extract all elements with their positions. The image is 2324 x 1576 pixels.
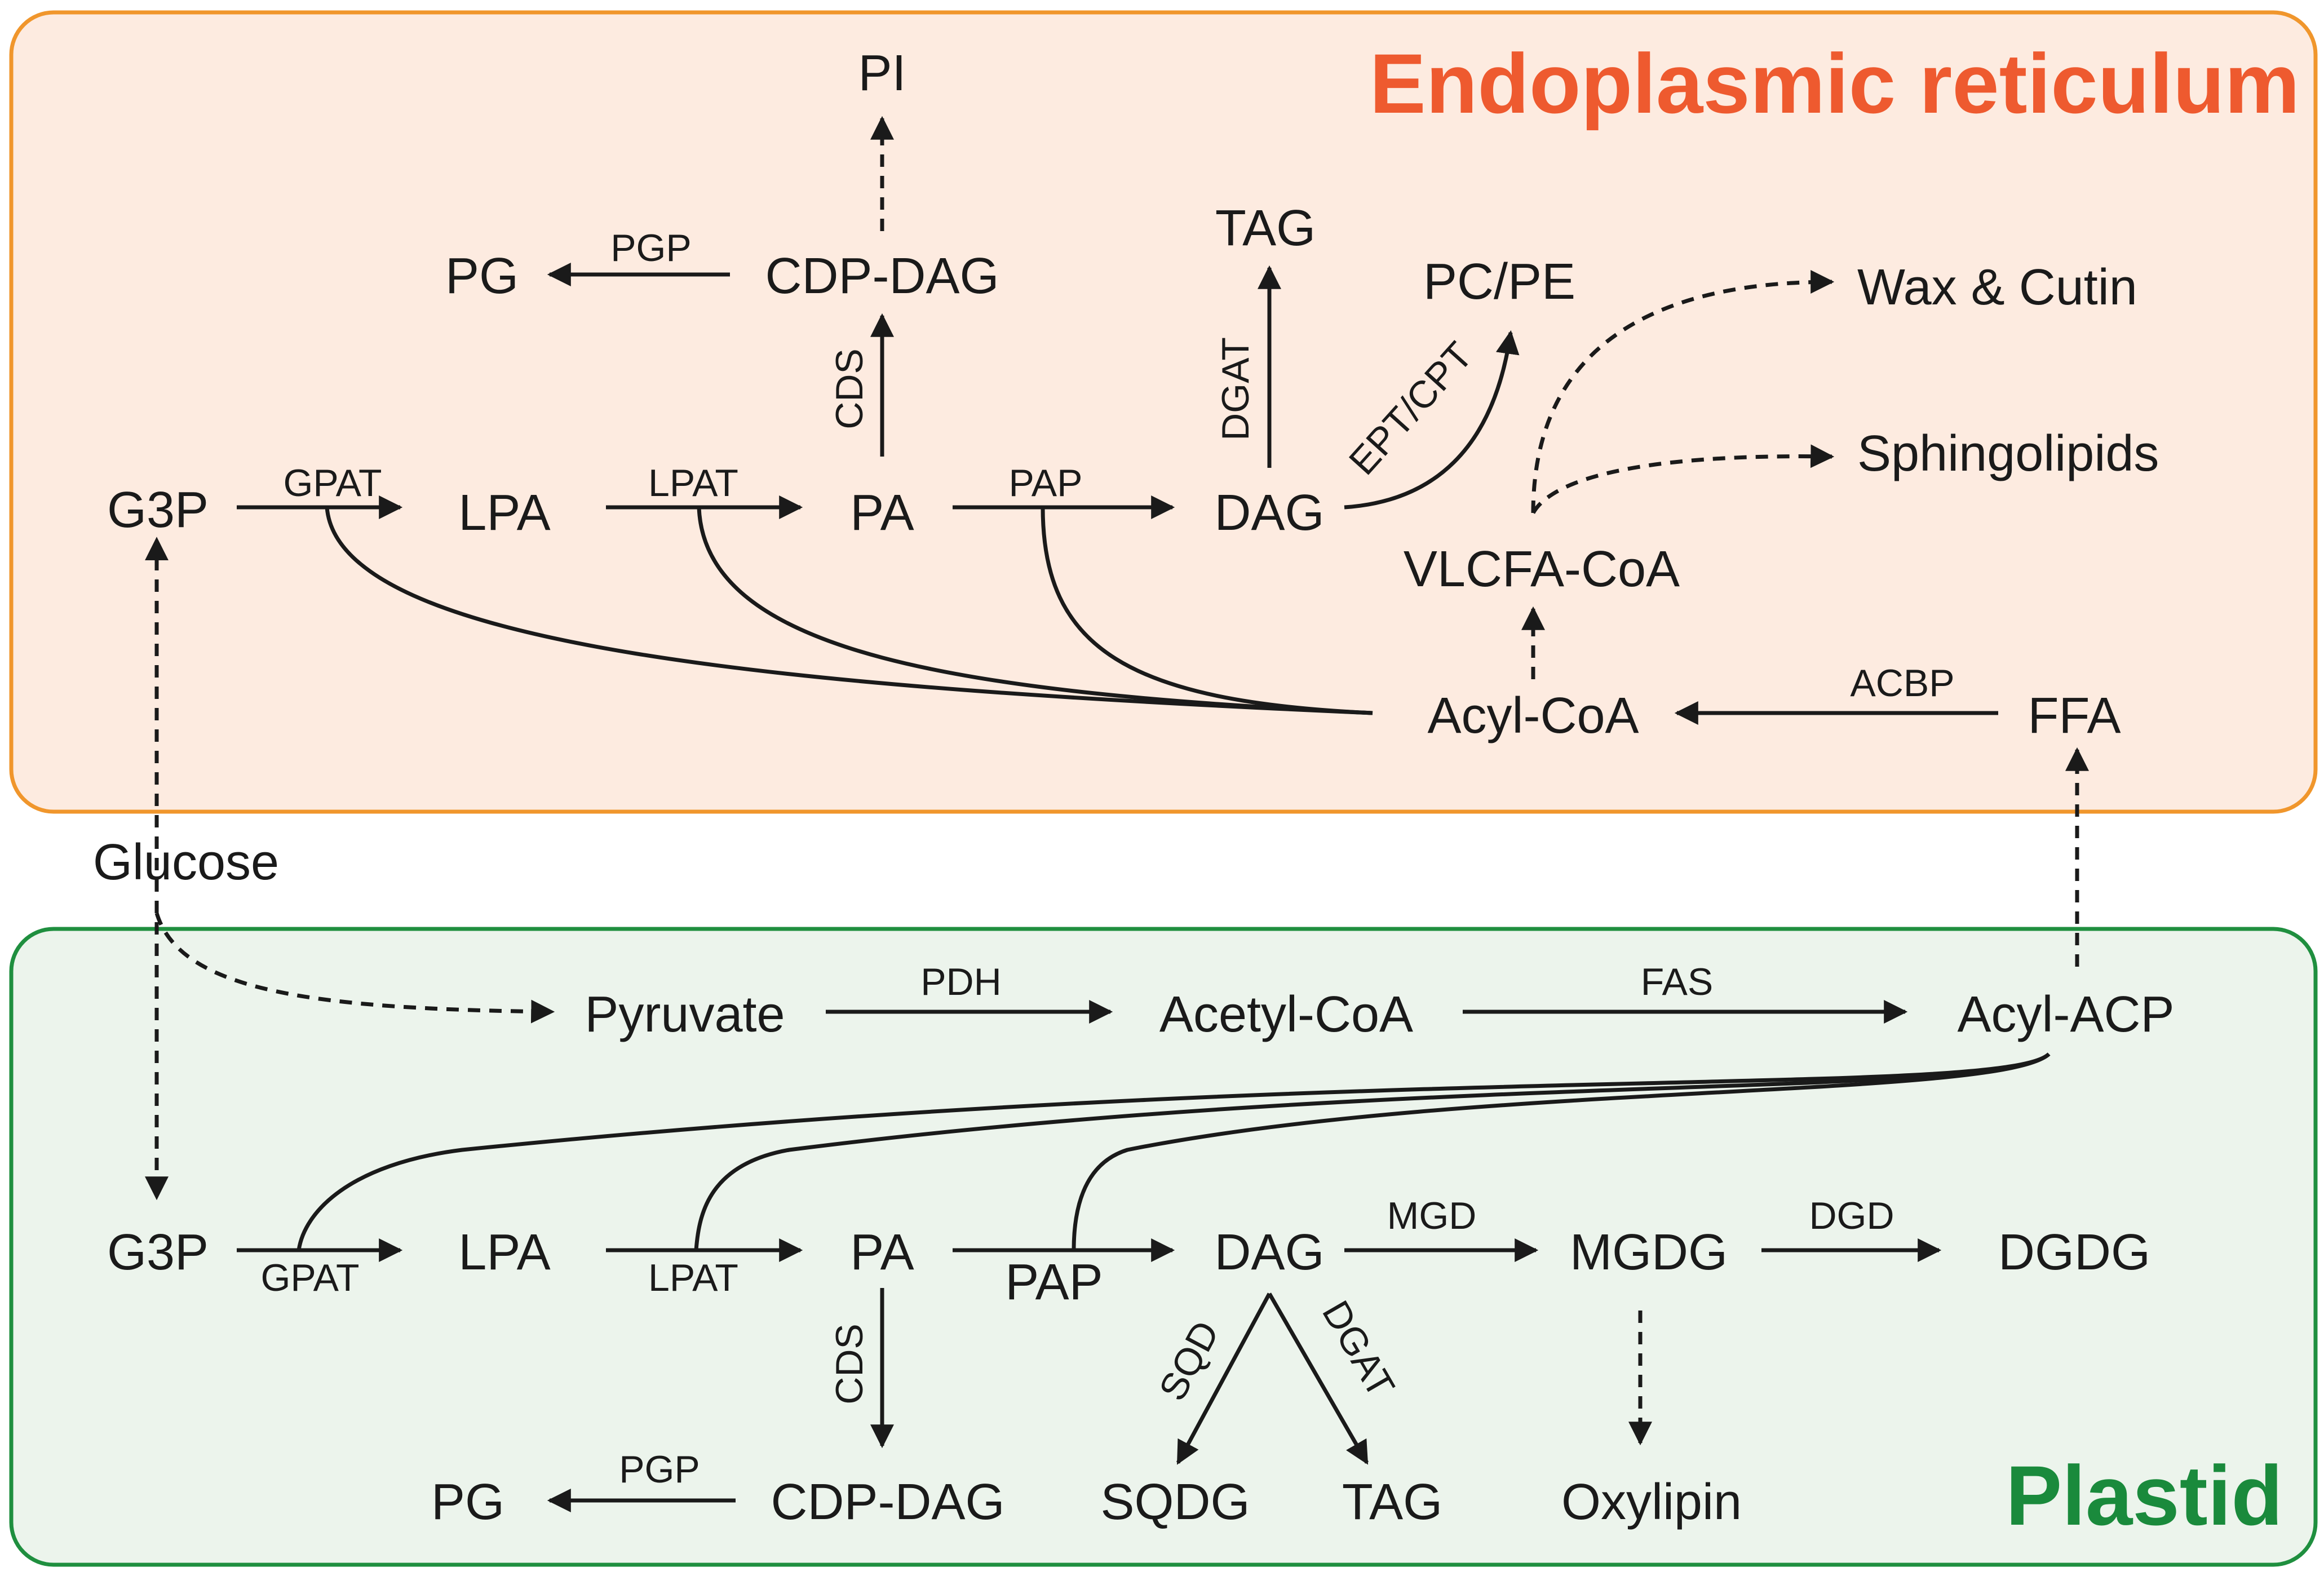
glucose-label: Glucose [93,834,279,891]
pl-enzyme-mgd: MGD [1387,1194,1477,1237]
er-node-cdp-dag: CDP-DAG [765,248,999,304]
pl-acyl-to-gpat-curve [296,1052,2051,1251]
er-node-acyl-coa: Acyl-CoA [1427,688,1639,744]
pl-enzyme-pdh: PDH [920,960,1002,1003]
er-acyl-to-gpat-curve [325,507,1373,715]
er-enzyme-gpat: GPAT [283,462,382,504]
er-acyl-to-lpat-curve [697,507,1373,715]
pl-dgat-arrow [1267,1292,1369,1465]
pl-enzyme-cds: CDS [828,1323,871,1405]
er-sphingo-arrow [1531,444,1835,514]
plastid-labels: Pyruvate Acetyl-CoA Acyl-ACP G3P LPA PA … [107,960,2175,1530]
er-node-ffa: FFA [2028,688,2121,744]
pl-node-sqdg: SQDG [1100,1474,1250,1530]
er-compartment [9,10,2318,814]
pl-acyl-to-pap-curve [1072,1052,2051,1251]
er-node-wax-cutin: Wax & Cutin [1857,259,2137,316]
er-node-pa: PA [850,485,914,541]
pl-enzyme-pap: PAP [1005,1254,1103,1311]
er-node-pc-pe: PC/PE [1423,254,1575,310]
glucose-to-pyruvate-arrow [154,912,555,1024]
pl-node-mgdg: MGDG [1570,1224,1728,1281]
er-node-pi: PI [858,45,906,101]
er-enzyme-lpat: LPAT [648,462,738,504]
er-node-vlcfa-coa: VLCFA-CoA [1404,541,1680,597]
pl-node-acetyl-coa: Acetyl-CoA [1159,986,1413,1043]
pl-node-acyl-acp: Acyl-ACP [1957,986,2174,1043]
pl-acyl-to-lpat-curve [694,1052,2051,1251]
er-acyl-to-pap-curve [1041,507,1373,715]
er-labels: PI PG CDP-DAG TAG PC/PE Wax & Cutin Sphi… [107,45,2159,744]
pl-node-dag: DAG [1214,1224,1324,1281]
er-node-sphingolipids: Sphingolipids [1857,426,2159,482]
er-node-g3p: G3P [107,482,209,538]
er-node-dag: DAG [1214,485,1324,541]
er-enzyme-dgat: DGAT [1214,337,1257,441]
pl-node-lpa: LPA [458,1224,550,1281]
pl-enzyme-gpat: GPAT [260,1256,359,1299]
pl-node-tag: TAG [1342,1474,1442,1530]
pl-enzyme-lpat: LPAT [648,1256,738,1299]
pl-node-cdp-dag: CDP-DAG [771,1474,1004,1530]
er-node-lpa: LPA [458,485,550,541]
plastid-title: Plastid [2006,1448,2283,1543]
pl-node-pg: PG [431,1474,504,1530]
cross-arrows [145,537,2089,1201]
er-enzyme-pap: PAP [1008,462,1082,504]
er-enzyme-pgp: PGP [610,227,692,269]
pl-sqd-arrow [1176,1292,1272,1465]
er-arrows [237,116,1998,725]
pl-enzyme-fas: FAS [1641,960,1714,1003]
pl-enzyme-dgd: DGD [1809,1194,1894,1237]
pl-node-oxylipin: Oxylipin [1561,1474,1742,1530]
er-wax-arrow [1531,270,1835,513]
plastid-arrows [237,1000,2051,1512]
pl-node-dgdg: DGDG [1998,1224,2150,1281]
er-title: Endoplasmic reticulum [1370,36,2300,131]
pl-node-pa: PA [850,1224,914,1281]
pl-node-g3p: G3P [107,1224,209,1281]
pl-node-pyruvate: Pyruvate [585,986,785,1043]
er-ept-cpt-arrow [1344,330,1520,510]
er-node-pg: PG [445,248,519,304]
pl-enzyme-pgp: PGP [619,1448,700,1491]
er-node-tag: TAG [1215,200,1316,256]
er-enzyme-acbp: ACBP [1850,662,1954,705]
er-enzyme-cds: CDS [828,348,871,430]
